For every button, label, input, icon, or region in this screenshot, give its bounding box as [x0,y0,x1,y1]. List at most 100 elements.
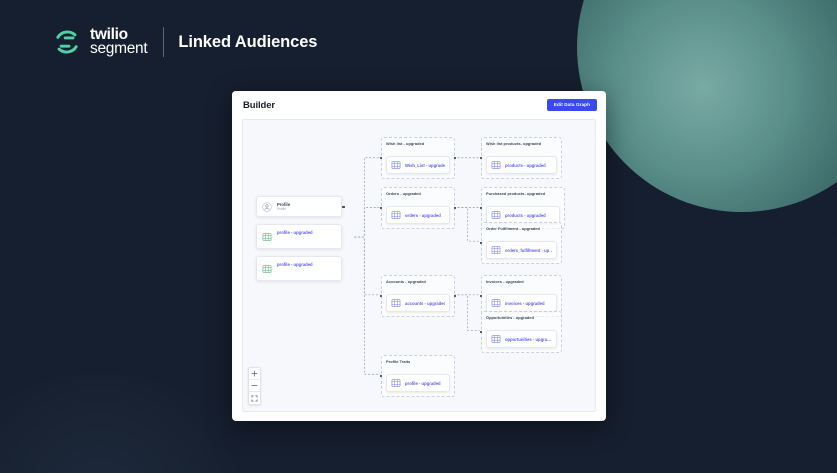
node-invoices[interactable]: invoices - upgraded 0 data consumers [486,294,557,312]
wordmark-twilio: twilio [90,26,128,44]
node-invoices-subtitle: 0 data consumers [505,310,545,311]
node-profile-traits-title: profile - upgraded [405,380,441,386]
node-order-fulfillment-text: orders_fulfillment - up… 0 data consumer… [505,242,552,258]
group-wish-list-products[interactable]: Wish list products- upgraded products - … [481,137,562,179]
table-icon [262,232,272,242]
node-accounts[interactable]: accounts - upgraded 0 data consumers [386,294,450,312]
node-accounts-subtitle: 0 data consumers [405,310,445,311]
port-opportunities-in [479,330,483,334]
table-icon [491,245,501,255]
port-purchased-products-in [479,206,483,210]
port-profile-traits-in [379,374,383,378]
node-profile-traits-subtitle: 0 data consumers [405,390,441,391]
node-profile-text: Profile Profile [277,202,290,211]
node-profile-traits[interactable]: profile - upgraded 0 data consumers [386,374,450,392]
node-wish-list-products-title: products - upgraded [505,162,546,168]
twilio-segment-wordmark: twilio segment [90,26,148,57]
node-wish-list-title: Wish_List - upgraded [405,162,445,168]
graph-viewport[interactable]: Profile Profile Enrichment model profile… [243,120,595,411]
group-wish-list-label: Wish list - upgraded [386,141,425,146]
profile-icon [262,201,272,212]
node-profile[interactable]: Profile Profile [256,196,342,217]
node-opportunities-subtitle: 0 data consumers [505,346,551,347]
group-profile-traits[interactable]: Profile Traits profile - upgraded 0 data… [381,355,455,397]
node-opportunities-text: opportunities - upgra… 0 data consumers [505,331,552,347]
node-enrichment-2-entity: profile - upgraded [277,262,313,268]
group-wish-list[interactable]: Wish list - upgraded Wish_List - upgrade… [381,137,455,179]
group-accounts[interactable]: Accounts - upgraded accounts - upgraded … [381,275,455,317]
table-icon [391,378,401,388]
node-wish-list-products-subtitle: 0 data consumers [505,172,546,173]
node-order-fulfillment-title: orders_fulfillment - up… [505,247,552,253]
group-accounts-label: Accounts - upgraded [386,279,426,284]
port-orders-out [453,206,457,210]
wordmark-segment: segment [90,40,148,57]
group-profile-traits-label: Profile Traits [386,359,411,364]
node-invoices-title: invoices - upgraded [505,300,545,306]
minus-icon [251,382,258,389]
node-profile-traits-text: profile - upgraded 0 data consumers [405,375,441,391]
table-icon [491,210,501,220]
port-invoices-in [479,294,483,298]
node-order-fulfillment[interactable]: orders_fulfillment - up… 0 data consumer… [486,241,557,259]
fit-view-button[interactable]: Fit view [249,392,260,404]
node-accounts-title: accounts - upgraded [405,300,445,306]
table-icon [391,160,401,170]
node-enrichment-1-text: Enrichment model profile - upgraded 0 da… [277,225,336,248]
node-wish-list-subtitle: 0 data consumers [405,172,445,173]
edit-data-graph-button[interactable]: Edit Data Graph [546,98,597,112]
node-orders[interactable]: orders - upgraded 0 data consumers [386,206,450,224]
port-order-fulfillment-in [479,241,483,245]
group-opportunities[interactable]: Opportunities - upgraded opportunities -… [481,311,562,353]
node-profile-title: Profile [277,201,291,207]
node-enrichment-model-1[interactable]: Enrichment model profile - upgraded 0 da… [256,224,342,249]
node-orders-subtitle: 0 data consumers [405,222,441,223]
node-invoices-text: invoices - upgraded 0 data consumers [505,295,545,311]
background-bottom-glow [0,373,260,473]
node-orders-title: orders - upgraded [405,212,441,218]
table-icon [391,298,401,308]
node-enrichment-1-entity: profile - upgraded [277,230,313,236]
graph-edges [354,157,480,375]
table-icon [491,334,501,344]
builder-panel-header: Builder Edit Data Graph [232,91,606,119]
port-wish-list-products-in [479,156,483,160]
node-orders-text: orders - upgraded 0 data consumers [405,207,441,223]
group-wish-list-products-label: Wish list products- upgraded [486,141,542,146]
builder-panel: Builder Edit Data Graph [232,91,606,421]
node-opportunities-title: opportunities - upgra… [505,336,552,342]
zoom-out-button[interactable]: Zoom out [249,380,260,392]
table-icon [391,210,401,220]
node-profile-subtitle: Profile [277,207,287,212]
port-orders-in [379,206,383,210]
table-icon [491,160,501,170]
port-profile-out [342,205,345,209]
canvas-zoom-controls[interactable]: Zoom in Zoom out F [248,367,261,405]
node-order-fulfillment-subtitle: 0 data consumers [505,257,552,258]
node-wish-list-products-text: products - upgraded 0 data consumers [505,157,546,173]
group-invoices-label: Invoices - upgraded [486,279,524,284]
zoom-in-button[interactable]: Zoom in [249,368,260,380]
brand-header: twilio segment Linked Audiences [52,27,317,57]
node-wish-list-text: Wish_List - upgraded 0 data consumers [405,157,445,173]
graph-canvas[interactable]: Profile Profile Enrichment model profile… [242,119,596,412]
product-title: Linked Audiences [178,32,318,51]
node-purchased-products-title: products - upgraded [505,212,546,218]
table-icon [491,298,501,308]
node-accounts-text: accounts - upgraded 0 data consumers [405,295,445,311]
table-icon [262,264,272,274]
header-divider [163,27,165,57]
node-wish-list[interactable]: Wish_List - upgraded 0 data consumers [386,156,450,174]
port-accounts-out [453,294,457,298]
port-wish-list-out [453,156,457,160]
node-enrichment-model-2[interactable]: Enrichment model profile - upgraded 0 da… [256,256,342,281]
group-opportunities-label: Opportunities - upgraded [486,315,534,320]
group-order-fulfillment[interactable]: Order Fulfillment - upgraded orders_fulf… [481,222,562,264]
group-orders-label: Orders - upgraded [386,191,421,196]
node-opportunities[interactable]: opportunities - upgra… 0 data consumers [486,330,557,348]
group-purchased-products-label: Purchased products- upgraded [486,191,546,196]
port-accounts-in [379,294,383,298]
group-orders[interactable]: Orders - upgraded orders - upgraded 0 da… [381,187,455,229]
node-wish-list-products[interactable]: products - upgraded 0 data consumers [486,156,557,174]
node-enrichment-2-text: Enrichment model profile - upgraded 0 da… [277,257,336,280]
